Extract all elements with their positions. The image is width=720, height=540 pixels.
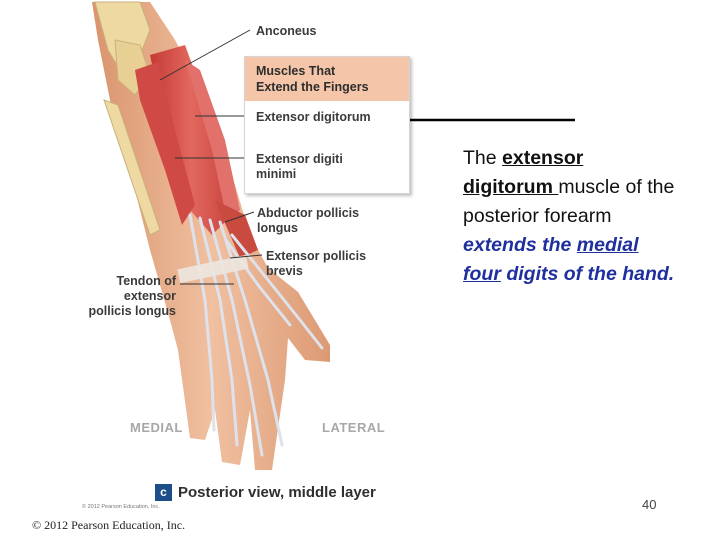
extensor-retinaculum — [177, 254, 249, 284]
legend-header-text: Muscles That Extend the Fingers — [256, 64, 369, 94]
small-credit: © 2012 Pearson Education, Inc. — [82, 504, 160, 510]
extensor-muscles — [135, 45, 258, 258]
view-badge: c — [155, 484, 172, 501]
copyright: © 2012 Pearson Education, Inc. — [32, 518, 186, 532]
caption-end: digits of the hand. — [500, 263, 675, 285]
elbow-bones — [94, 1, 161, 236]
caption-keyword: extensor digitorum — [463, 147, 584, 198]
label-tendon-epl: Tendon of extensor pollicis longus — [88, 274, 176, 318]
legend-header: Muscles That Extend the Fingers — [245, 57, 409, 101]
page-number: 40 — [642, 497, 657, 512]
label-abductor-pollicis-longus: Abductor pollicis longus — [257, 206, 360, 235]
legend-box: Muscles That Extend the Fingers — [244, 56, 410, 194]
label-medial: MEDIAL — [130, 420, 183, 435]
pointer-arrow — [390, 114, 575, 126]
caption-action: extends the — [463, 234, 577, 256]
caption-text: The extensor digitorum muscle of the pos… — [463, 144, 678, 289]
label-extensor-digiti-minimi: Extensor digiti minimi — [256, 152, 343, 181]
caption-part2: muscle of the posterior forearm — [463, 176, 675, 227]
caption-part1: The — [463, 147, 503, 169]
view-title: Posterior view, middle layer — [178, 484, 376, 501]
label-lateral: LATERAL — [322, 420, 386, 435]
label-extensor-digitorum: Extensor digitorum — [256, 110, 371, 124]
label-extensor-pollicis-brevis: Extensor pollicis brevis — [266, 249, 367, 278]
label-anconeus: Anconeus — [256, 24, 317, 38]
tendons — [188, 213, 324, 457]
leader-lines — [159, 29, 263, 285]
caption-target: medial four — [463, 234, 639, 285]
